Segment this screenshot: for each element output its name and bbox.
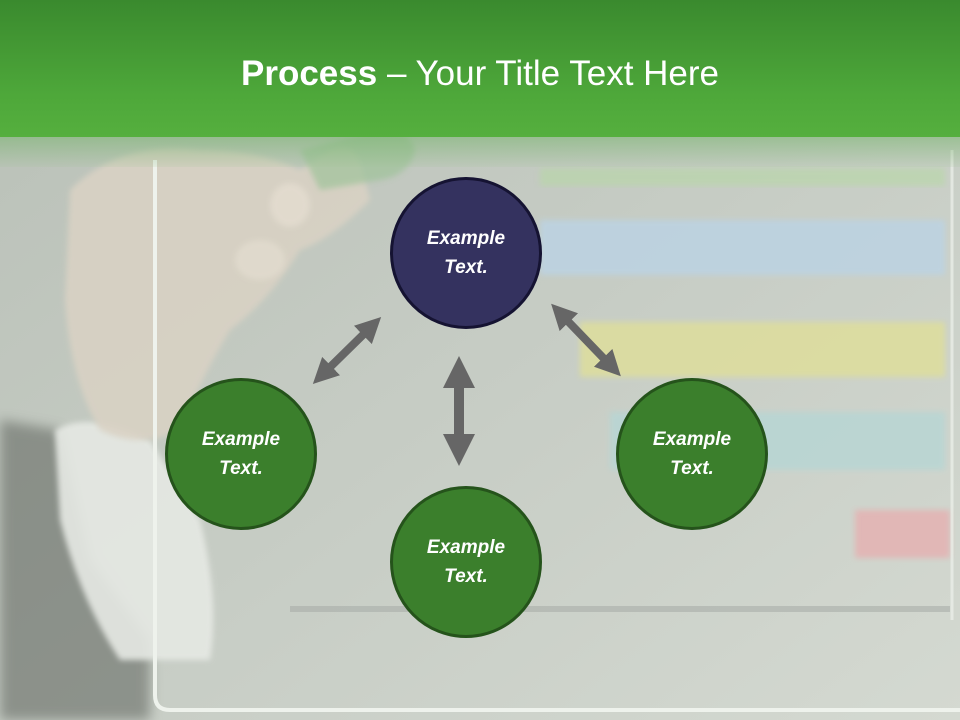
node-left-label: Example Text. [201, 429, 281, 479]
node-left: Example Text. [165, 378, 317, 530]
node-top-label: Example Text. [426, 228, 506, 278]
node-right: Example Text. [616, 378, 768, 530]
node-right-label: Example Text. [652, 429, 732, 479]
node-bottom-label: Example Text. [426, 537, 506, 587]
title-rest: – Your Title Text Here [377, 54, 719, 93]
title-bold: Process [241, 54, 378, 93]
title-bar-fade [0, 137, 960, 167]
arrow-top-left [312, 317, 382, 384]
arrow-top-right [551, 303, 621, 377]
slide-title: Process – Your Title Text Here [0, 52, 960, 96]
node-bottom: Example Text. [390, 486, 542, 638]
node-top: Example Text. [390, 177, 542, 329]
title-bar [0, 0, 960, 137]
